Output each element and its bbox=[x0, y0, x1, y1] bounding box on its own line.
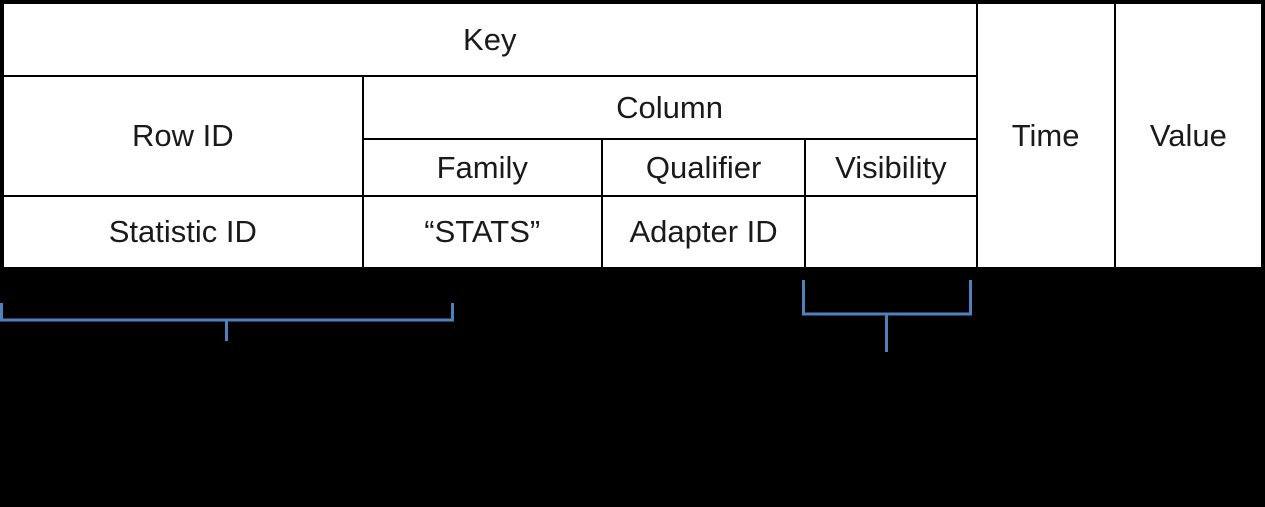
key-columns-bracket bbox=[0, 303, 454, 341]
header-column: Column bbox=[361, 75, 978, 140]
visibility-bracket bbox=[802, 280, 972, 352]
header-family: Family bbox=[361, 138, 603, 197]
header-visibility: Visibility bbox=[804, 138, 978, 197]
header-qualifier: Qualifier bbox=[600, 138, 807, 197]
header-key: Key bbox=[1, 1, 978, 77]
schema-table: Key Time Value Row ID Column Family Qual… bbox=[0, 0, 1265, 271]
cell-qualifier-value: Adapter ID bbox=[600, 195, 807, 270]
header-value: Value bbox=[1113, 1, 1265, 270]
header-time: Time bbox=[975, 1, 1116, 270]
cell-family-value: “STATS” bbox=[361, 195, 603, 270]
cell-statistic-id: Statistic ID bbox=[1, 195, 364, 270]
cell-visibility-value bbox=[804, 195, 978, 270]
header-row-id: Row ID bbox=[1, 75, 364, 197]
